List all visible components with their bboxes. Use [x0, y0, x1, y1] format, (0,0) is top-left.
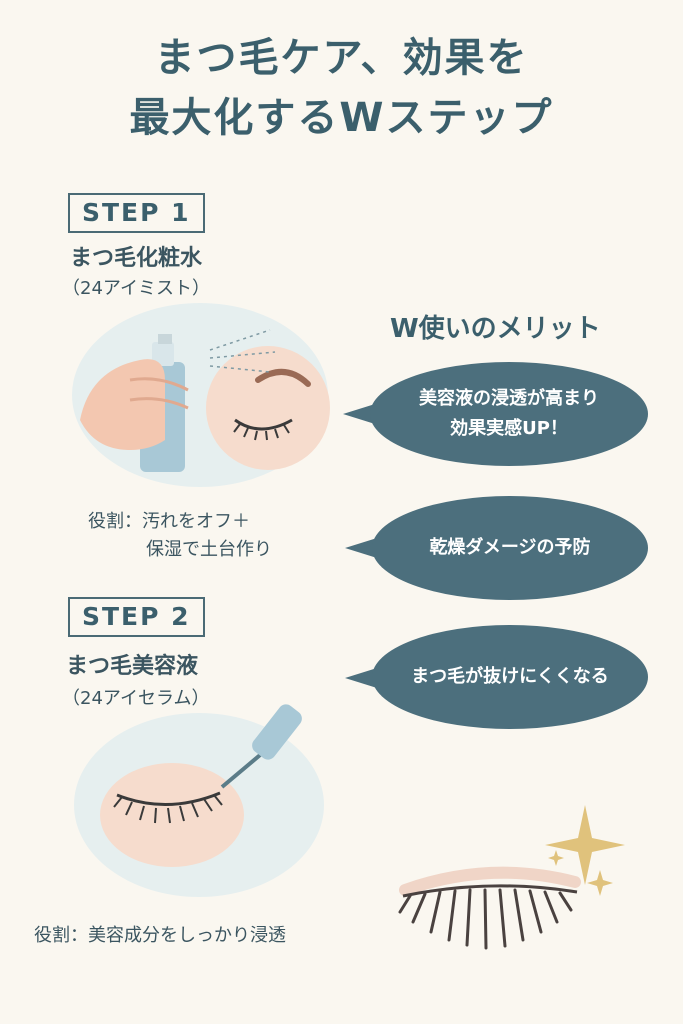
step1-role-line1: 役割：汚れをオフ＋ [88, 511, 250, 532]
title-line-1: まつ毛ケア、効果を [154, 35, 529, 81]
serum-bottle [252, 704, 302, 760]
merit-bubble-2: 乾燥ダメージの予防 [372, 496, 648, 600]
mist-spray [209, 329, 276, 373]
mist-illustration [72, 303, 330, 487]
step1-sub: （24アイミスト） [62, 278, 211, 299]
eye-patch [100, 763, 244, 867]
step2-name: まつ毛美容液 [66, 654, 199, 679]
eyelashes [233, 423, 290, 441]
merit-bubble-1-line2: 効果実感UP！ [450, 418, 568, 439]
merit-bubble-1-line1: 美容液の浸透が高まり [419, 388, 599, 409]
bubble2-tail [345, 538, 377, 558]
title-line-2: 最大化するWステップ [129, 95, 554, 141]
step2-label: STEP 2 [68, 597, 205, 637]
step2-role: 役割：美容成分をしっかり浸透 [34, 925, 286, 946]
eyebrow [255, 369, 311, 387]
step2-sub: （24アイセラム） [62, 688, 210, 709]
step1-label: STEP 1 [68, 193, 205, 233]
merit-bubble-1: 美容液の浸透が高まり 効果実感UP！ [370, 362, 648, 466]
spray-cap [158, 334, 172, 344]
eye-line [116, 791, 221, 807]
merit-bubble-3: まつ毛が抜けにくくなる [372, 625, 648, 729]
spray-nozzle [152, 342, 174, 366]
step1-role-line2: 保湿で土台作り [146, 539, 272, 560]
merit-title: W使いのメリット [390, 314, 601, 344]
serum-illustration [74, 704, 324, 897]
bubble3-tail [345, 668, 377, 688]
step1-name: まつ毛化粧水 [70, 246, 203, 271]
sparkle-icon [545, 805, 625, 896]
eyelash-decoration [398, 866, 581, 950]
face-patch [206, 346, 330, 470]
eyelashes [113, 794, 223, 824]
step1-role: 役割：汚れをオフ＋ 保湿で土台作り [88, 508, 272, 564]
merit-bubble-3-text: まつ毛が抜けにくくなる [411, 666, 609, 687]
bubble1-tail [343, 404, 375, 424]
closed-eye [234, 418, 293, 431]
merit-bubble-2-text: 乾燥ダメージの予防 [429, 537, 591, 558]
page-title: まつ毛ケア、効果を 最大化するWステップ [0, 28, 683, 148]
hand [80, 359, 165, 450]
